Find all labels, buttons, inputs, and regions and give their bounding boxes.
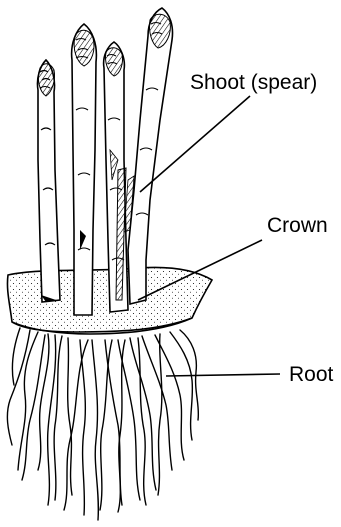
label-shoot: Shoot (spear): [190, 71, 317, 94]
spear-1: [37, 60, 60, 302]
roots: [7, 328, 198, 520]
label-root: Root: [289, 363, 334, 386]
label-crown: Crown: [267, 214, 328, 237]
root-leader: [166, 374, 280, 376]
spear-2: [72, 24, 97, 315]
